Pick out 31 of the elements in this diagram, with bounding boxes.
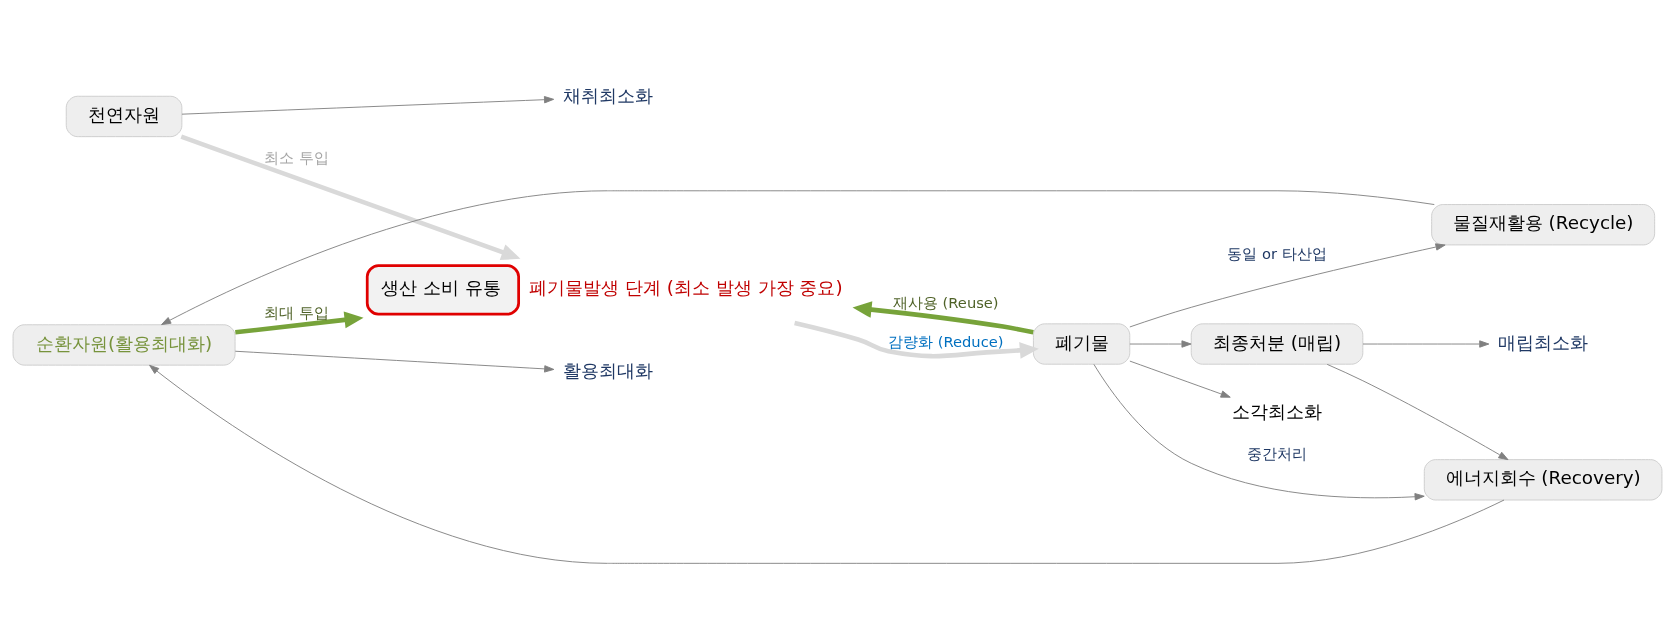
node-box: 천연자원 bbox=[65, 95, 183, 138]
arrow bbox=[1362, 340, 1490, 348]
arrow bbox=[161, 190, 1435, 326]
arrow bbox=[181, 96, 555, 115]
arrow bbox=[149, 364, 1505, 564]
arrow bbox=[180, 134, 521, 261]
node-label: 폐기물발생 단계 (최소 발생 가장 중요) bbox=[529, 277, 843, 299]
edge-label: 감량화 (Reduce) bbox=[888, 332, 1004, 350]
arrow bbox=[1129, 340, 1192, 348]
edge-label: 최대 투입 bbox=[264, 304, 329, 322]
node-box: 에너지회수 (Recovery) bbox=[1423, 459, 1663, 501]
node-box: 물질재활용 (Recycle) bbox=[1431, 204, 1656, 246]
arrow bbox=[1129, 360, 1231, 398]
edge-label: 재사용 (Reuse) bbox=[892, 294, 999, 312]
edge-label: 중간처리 bbox=[1247, 444, 1308, 462]
node-box: 폐기물 bbox=[1032, 323, 1131, 365]
node-box: 최종처분 (매립) bbox=[1190, 323, 1364, 365]
node-text: 매립최소화 bbox=[1498, 331, 1589, 353]
arrow bbox=[1093, 363, 1425, 501]
node-text: 활용최대화 bbox=[563, 360, 654, 382]
arrow bbox=[235, 311, 364, 335]
edge-label: 동일 or 타산업 bbox=[1227, 245, 1327, 263]
arrow bbox=[852, 301, 1034, 335]
arrow bbox=[1326, 363, 1509, 461]
node-text: 소각최소화 bbox=[1232, 401, 1323, 423]
arrow bbox=[794, 320, 1039, 359]
arrow bbox=[1129, 243, 1446, 328]
arrow bbox=[234, 350, 555, 373]
edge-label: 최소 투입 bbox=[264, 149, 329, 167]
node-box: 순환자원(활용최대화) bbox=[12, 324, 236, 366]
node-text: 채취최소화 bbox=[563, 84, 654, 106]
